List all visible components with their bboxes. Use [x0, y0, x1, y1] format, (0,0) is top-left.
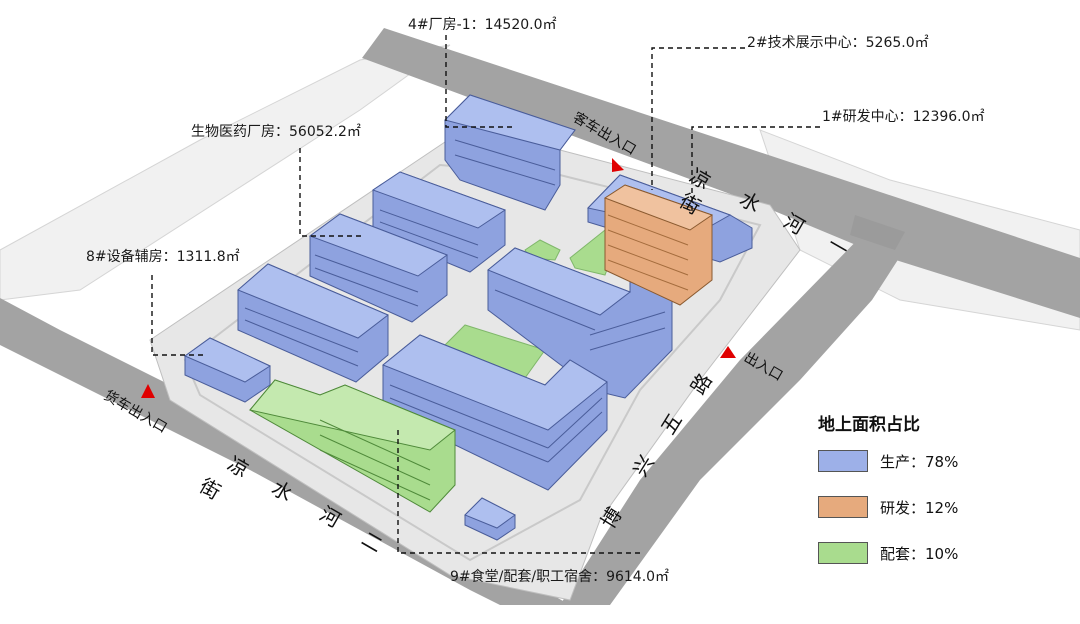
east-entrance-arrow: [720, 346, 736, 358]
label-rd-1: 1#研发中心：12396.0㎡: [822, 109, 985, 125]
building-factory-4: [444, 94, 576, 211]
legend-item-support: 配套：10%: [818, 541, 1018, 565]
legend-item-rd: 研发：12%: [818, 495, 1018, 519]
legend-title: 地上面积占比: [818, 415, 920, 435]
legend-swatch: [818, 496, 868, 518]
building-biopharma-d: [487, 247, 673, 399]
legend-label: 配套：10%: [880, 544, 959, 563]
building-biopharma-e: [382, 334, 608, 491]
surrounding-lot: [0, 44, 451, 301]
leader-lines: [151, 35, 820, 554]
building-canteen-9: [249, 379, 456, 513]
legend-label: 生产：78%: [880, 452, 959, 471]
legend-label: 研发：12%: [880, 498, 959, 517]
passenger-entrance-arrow: [612, 158, 624, 172]
label-biopharma: 生物医药厂房：56052.2㎡: [191, 124, 361, 140]
building-rd-1: [603, 184, 714, 306]
building-biopharma-b: [308, 213, 449, 323]
label-factory-4: 4#厂房-1：14520.0㎡: [408, 17, 557, 33]
freight-entrance-arrow: [141, 384, 155, 398]
legend-item-production: 生产：78%: [818, 449, 1018, 473]
area-share-legend: 地上面积占比 生产：78% 研发：12% 配套：10%: [818, 410, 1018, 587]
road-corner: [850, 215, 905, 250]
legend-swatch: [818, 450, 868, 472]
label-equip-8: 8#设备辅房：1311.8㎡: [86, 249, 240, 265]
road-south-char: 街: [196, 474, 225, 505]
building-equip-8: [183, 337, 272, 403]
label-tech-2: 2#技术展示中心：5265.0㎡: [747, 35, 929, 51]
building-small-pavilion: [464, 497, 516, 541]
building-biopharma-c: [237, 263, 389, 383]
legend-swatch: [818, 542, 868, 564]
road-east: [560, 225, 912, 605]
label-canteen-9: 9#食堂/配套/职工宿舍：9614.0㎡: [450, 569, 670, 585]
